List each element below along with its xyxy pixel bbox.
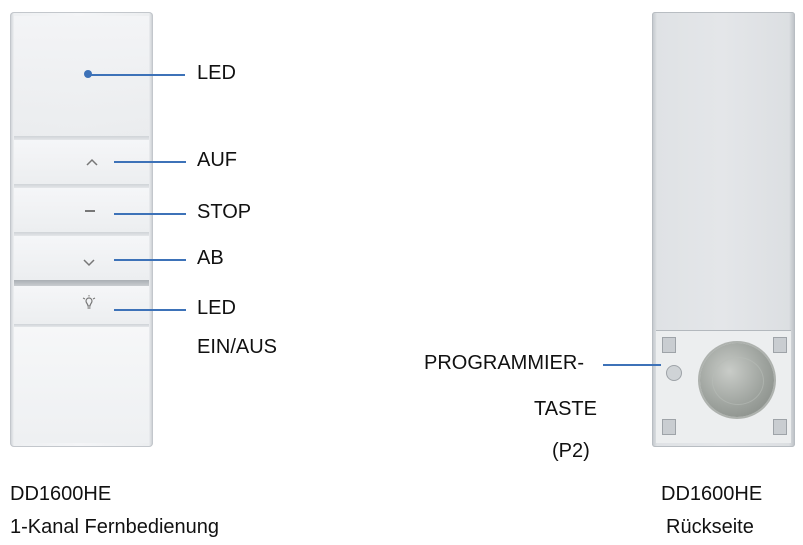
- chevron-down-icon: [82, 253, 96, 272]
- coin-battery: [700, 343, 774, 417]
- back-model-caption: DD1600HE: [661, 483, 763, 505]
- label-led: LED: [197, 62, 236, 84]
- label-program-line2: TASTE: [534, 398, 597, 420]
- corner-clip: [662, 419, 676, 435]
- separator: [14, 184, 149, 188]
- front-model-caption: DD1600HE: [10, 483, 112, 505]
- corner-clip: [662, 337, 676, 353]
- chevron-up-icon: [82, 154, 102, 170]
- label-stop: STOP: [197, 201, 252, 223]
- remote-front-image: [10, 12, 153, 447]
- leader-line-ab: [114, 259, 186, 261]
- lightbulb-icon: [81, 295, 97, 317]
- led-toggle-button: [14, 286, 149, 324]
- led-indicator-dot: [84, 70, 92, 78]
- battery-compartment: [656, 330, 791, 443]
- leader-line-auf: [114, 161, 186, 163]
- leader-line-led-toggle: [114, 309, 186, 311]
- leader-line-program: [603, 364, 661, 366]
- front-description-caption: 1-Kanal Fernbedienung: [10, 516, 220, 538]
- corner-clip: [773, 337, 787, 353]
- led-panel: [14, 16, 149, 136]
- separator: [14, 280, 149, 286]
- lower-body: [14, 327, 149, 443]
- separator: [14, 136, 149, 140]
- leader-line-stop: [114, 213, 186, 215]
- remote-back-image: [652, 12, 795, 447]
- stop-button: [14, 188, 149, 232]
- minus-icon: [85, 210, 95, 212]
- down-button: [14, 236, 149, 280]
- label-ab: AB: [197, 247, 224, 269]
- back-description-caption: Rückseite: [666, 516, 754, 538]
- label-led-toggle-line1: LED: [197, 297, 236, 319]
- label-program-line3: (P2): [552, 440, 590, 462]
- leader-line-led: [91, 74, 185, 76]
- program-button: [666, 365, 682, 381]
- separator: [14, 324, 149, 327]
- label-auf: AUF: [197, 149, 237, 171]
- label-led-toggle-line2: EIN/AUS: [197, 336, 278, 358]
- battery-ring: [712, 357, 764, 405]
- separator: [14, 232, 149, 236]
- label-program-line1: PROGRAMMIER-: [424, 352, 584, 374]
- corner-clip: [773, 419, 787, 435]
